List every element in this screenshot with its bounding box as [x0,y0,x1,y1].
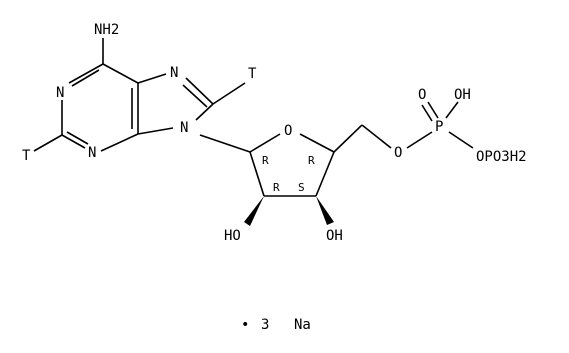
bond-o5p-p [406,131,433,149]
stereo-label-c1: R [262,154,269,167]
bond-c5-n7 [137,73,167,84]
atom-label-p: P [435,119,443,135]
atom-labels: NH2 N N N N T T O O P O OH OPO3H2 HO OH [22,22,527,244]
bond-p-opo3h2 [448,131,474,149]
wedge-c2p-oh [244,196,264,226]
bond-c1p-c2p [249,151,265,197]
atom-label-n1: N [56,85,64,101]
atom-label-o-ester: O [394,145,402,161]
bond-c2-t [33,134,63,152]
bond-c3p-c4p [315,151,335,197]
bond-c6-n1 [68,63,104,84]
bond-p-oxo-inner [421,104,433,122]
bond-n3-c4 [100,133,139,152]
stereo-labels: R R S R [262,154,315,194]
salt-count: 3 [261,317,269,333]
bond-c1p-o4p [249,133,281,153]
atom-label-p-oxo: O [418,87,426,103]
bond-c8-t [212,82,246,105]
bond-c2-n3 [61,134,86,149]
bond-c4p-c5p [333,124,363,153]
phosphate-bonds [406,101,474,149]
stereo-label-c2: R [273,181,280,194]
atom-label-oh-3p: OH [326,228,343,244]
bond-p-oh [445,101,459,119]
bond-c6-n1-inner [71,69,100,87]
purine-bonds [33,38,246,152]
atom-label-nh2: NH2 [94,22,119,38]
atom-label-p-oh: OH [454,87,471,103]
atom-label-t2: T [22,148,31,164]
atom-label-oh-2p: HO [224,228,241,244]
salt-dot: • [241,317,249,333]
bond-n7-c8 [185,77,214,105]
atom-label-o-ring: O [284,123,292,139]
bond-c2-n3-inner [66,131,89,145]
bond-o4p-c4p [299,133,335,153]
bond-n9-c1p [199,134,251,153]
bond-c8-n9 [195,103,214,121]
salt-ion: Na [294,317,311,333]
atom-label-n9: N [180,120,188,136]
bond-n9-c4 [137,127,174,135]
atom-label-t8: T [248,66,257,82]
stereo-label-c3: S [298,181,305,194]
atom-label-n7: N [170,65,178,81]
atom-label-opo3h2: OPO3H2 [476,149,527,165]
bond-n7-c8-inner [182,84,208,108]
atom-label-n3: N [88,145,96,161]
bond-c5p-o5p [361,124,392,149]
salt-formula: • 3 Na [241,317,311,333]
bond-c5-c6 [102,63,139,84]
stereo-label-c4: R [308,154,315,167]
wedge-c3p-oh [316,196,334,225]
ribose-bonds [199,124,392,197]
bond-p-oxo [427,101,439,119]
